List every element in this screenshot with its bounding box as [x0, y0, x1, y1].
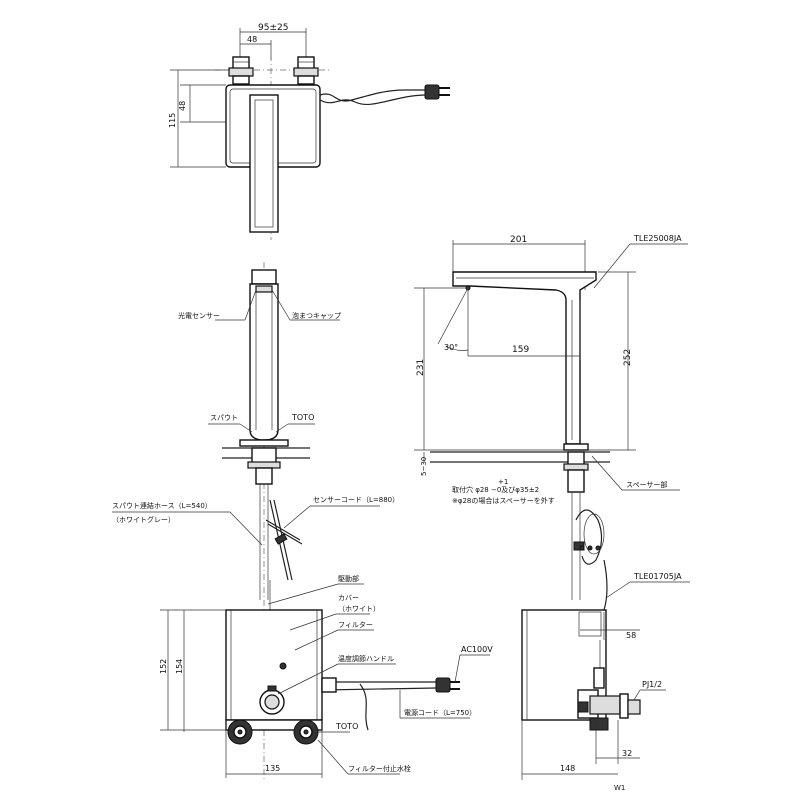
- side-view: 201 TLE25008JA 30° 159 231 252: [414, 234, 690, 792]
- label-ac100v: AC100V: [461, 645, 493, 654]
- plug-front: [435, 677, 451, 693]
- dim-30deg: 30°: [444, 343, 458, 352]
- label-power-cord: 電源コード（L=750）: [404, 708, 476, 717]
- bottom-right-valve: [293, 719, 319, 745]
- dim-32: 32: [622, 749, 632, 758]
- label-filter-valve: フィルター付止水栓: [348, 764, 411, 773]
- label-toto-top: TOTO: [291, 413, 314, 422]
- dim-252: 252: [623, 349, 633, 366]
- model-faucet: TLE25008JA: [633, 234, 682, 243]
- mount-hole-note: 取付穴 φ28 −0及びφ35±2: [452, 485, 539, 494]
- left-valve: [228, 56, 254, 85]
- model-unit: TLE01705JA: [633, 572, 682, 581]
- label-cover-color: （ホワイト）: [338, 605, 380, 613]
- bottom-left-valve: [227, 719, 253, 745]
- dim-148: 148: [560, 764, 575, 773]
- dim-115-label: 115: [168, 113, 177, 128]
- label-hose: スパウト連結ホース（L=540）: [112, 501, 212, 510]
- mount-tolerance: +1: [498, 478, 508, 486]
- indicator-dot: [279, 662, 287, 670]
- dim-135: 135: [265, 764, 280, 773]
- label-toto-bottom: TOTO: [335, 722, 358, 731]
- front-view: 光電センサー 泡まつキャップ スパウト TOTO スパウト連結ホース（L=540…: [112, 262, 493, 780]
- dim-center-label: 48: [247, 35, 257, 44]
- dim-48-label: 48: [178, 101, 187, 111]
- label-sensor: 光電センサー: [178, 311, 220, 320]
- label-filter: フィルター: [338, 620, 373, 629]
- dim-201: 201: [510, 235, 527, 245]
- label-drive: 駆動部: [338, 574, 359, 583]
- label-pj: PJ1/2: [642, 680, 662, 689]
- dim-231: 231: [416, 359, 426, 376]
- label-spout: スパウト: [210, 414, 238, 422]
- label-sensor-cord: センサーコード（L=880）: [313, 496, 399, 504]
- spout-head: [251, 269, 277, 285]
- power-cord-top: [319, 89, 425, 102]
- right-valve: [293, 56, 319, 85]
- dim-159: 159: [512, 345, 529, 355]
- label-cap: 泡まつキャップ: [292, 311, 341, 320]
- label-hose-color: （ホワイトグレー）: [112, 515, 175, 524]
- mount-spacer-note: ※φ28の場合はスペーサーを外す: [452, 496, 555, 505]
- top-view: 95±25 48: [168, 23, 450, 240]
- spout-body: [249, 283, 279, 441]
- dim-152: 152: [159, 659, 168, 674]
- dim-5-30: 5~30: [420, 457, 428, 476]
- faucet-side: [452, 271, 597, 445]
- dim-width-label: 95±25: [258, 23, 288, 33]
- label-cover: カバー: [338, 594, 359, 602]
- dim-154: 154: [175, 659, 184, 674]
- plug-top: [424, 84, 440, 100]
- label-temp-handle: 温度調節ハンドル: [338, 654, 394, 663]
- spout-top: [249, 94, 279, 233]
- cord-coil-side: [575, 509, 603, 565]
- label-spacer: スペーサー部: [626, 480, 667, 489]
- label-w1: W1: [614, 784, 625, 792]
- dim-58: 58: [626, 631, 636, 640]
